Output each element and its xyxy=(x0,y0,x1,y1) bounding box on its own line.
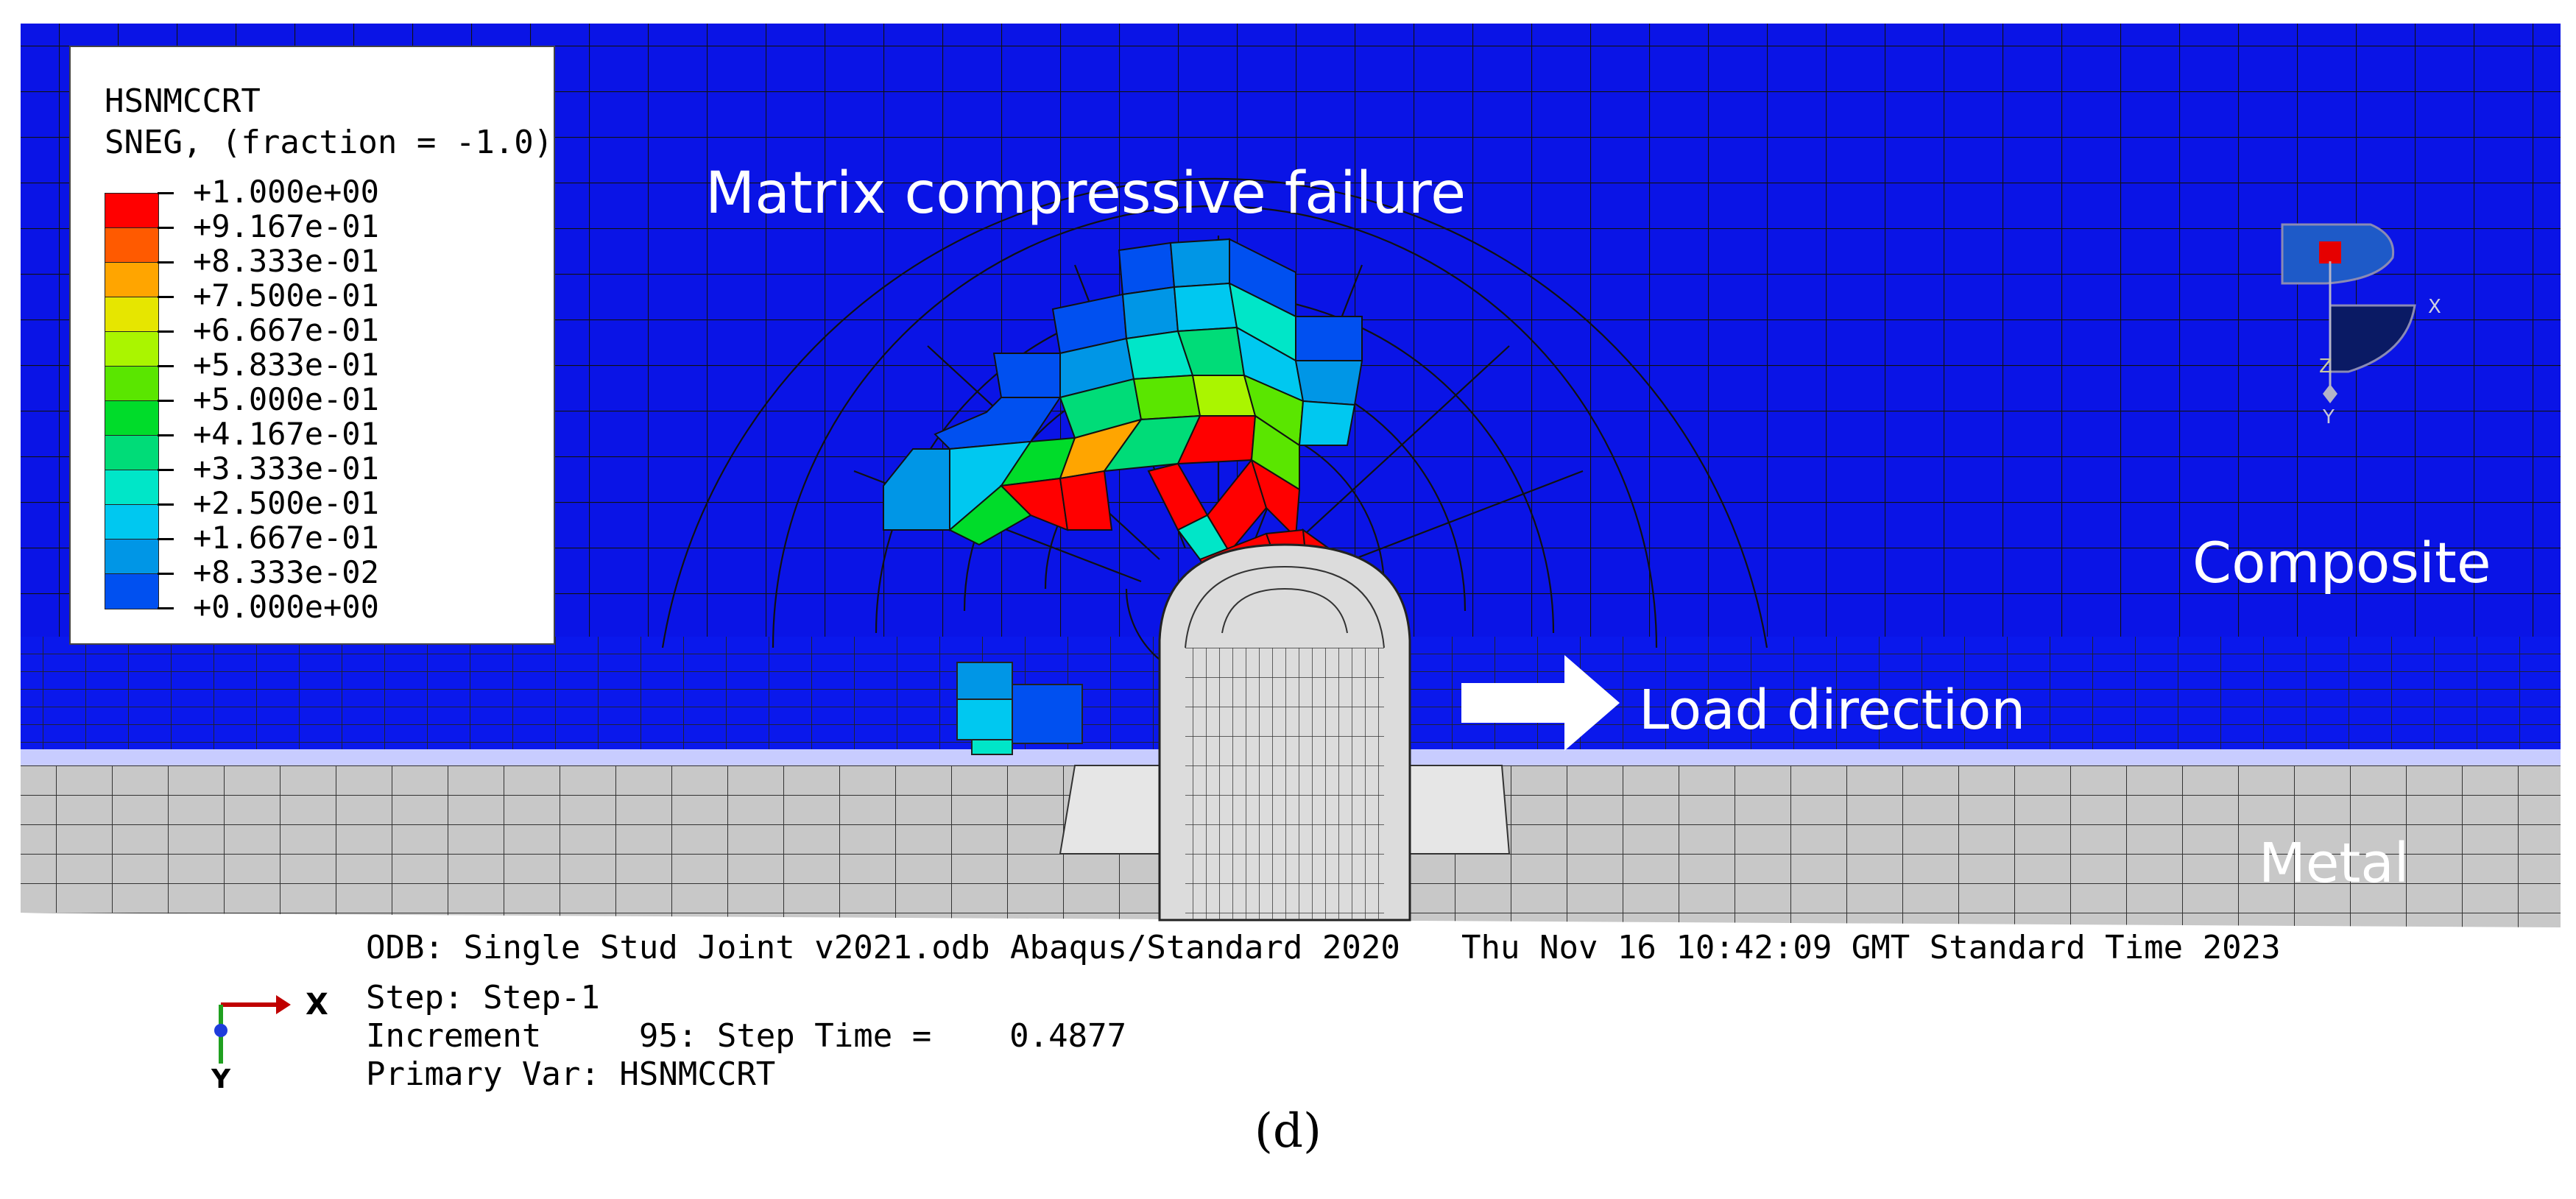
legend-swatch xyxy=(105,193,159,229)
legend-tick-label: +4.167e-01 xyxy=(193,416,379,452)
legend-swatch xyxy=(105,331,159,367)
damage-cell xyxy=(1132,374,1201,421)
legend-swatch xyxy=(105,262,159,298)
legend-variable: HSNMCCRT xyxy=(105,82,261,120)
legend-tick-label: +3.333e-01 xyxy=(193,450,379,487)
legend-swatch xyxy=(105,470,159,506)
step-info: Step: Step-1 xyxy=(366,979,600,1016)
legend-tick-label: +8.333e-02 xyxy=(193,554,379,590)
coordinate-triad xyxy=(214,995,291,1064)
triad-x-label: X xyxy=(306,988,328,1022)
legend-tick xyxy=(158,365,174,367)
view-triad-y-label: Y xyxy=(2322,406,2335,428)
triad-y-label: Y xyxy=(211,1064,231,1094)
view-triad-z-label: Z xyxy=(2319,356,2332,378)
legend-swatch xyxy=(105,400,159,436)
legend-swatch xyxy=(105,573,159,609)
legend-tick-label: +5.833e-01 xyxy=(193,347,379,383)
legend-tick xyxy=(158,330,174,333)
view-triad xyxy=(2281,223,2416,403)
legend-tick xyxy=(158,538,174,540)
legend-tick xyxy=(158,227,174,229)
primary-var-info: Primary Var: HSNMCCRT xyxy=(366,1055,776,1093)
composite-label: Composite xyxy=(2192,530,2491,595)
odb-info: ODB: Single Stud Joint v2021.odb xyxy=(366,929,990,966)
legend-swatch xyxy=(105,435,159,471)
date-info: Thu Nov 16 10:42:09 GMT Standard Time 20… xyxy=(1461,929,2281,966)
legend-swatch xyxy=(105,504,159,540)
stud xyxy=(1158,543,1411,922)
damage-cell xyxy=(1012,684,1083,744)
legend-tick xyxy=(158,400,174,402)
legend-section: SNEG, (fraction = -1.0) xyxy=(105,124,554,161)
figure-caption: (d) xyxy=(1255,1104,1321,1159)
legend-tick xyxy=(158,469,174,471)
failure-annotation: Matrix compressive failure xyxy=(705,160,1467,227)
increment-info: Increment 95: Step Time = 0.4877 xyxy=(366,1017,1127,1055)
legend-swatch xyxy=(105,227,159,264)
damage-cell xyxy=(956,662,1013,700)
solver-info: Abaqus/Standard 2020 xyxy=(1010,929,1400,966)
damage-cell xyxy=(1173,282,1238,333)
damage-cell xyxy=(1121,286,1179,340)
damage-cell xyxy=(1169,238,1230,289)
legend-tick-label: +1.000e+00 xyxy=(193,174,379,210)
damage-cell xyxy=(956,698,1013,740)
metal-label: Metal xyxy=(2259,832,2410,895)
legend-swatch xyxy=(105,366,159,402)
legend-tick xyxy=(158,503,174,506)
legend-tick xyxy=(158,261,174,264)
legend-tick-label: +8.333e-01 xyxy=(193,243,379,279)
legend-tick-label: +7.500e-01 xyxy=(193,277,379,314)
legend-tick-label: +5.000e-01 xyxy=(193,381,379,417)
load-direction-label: Load direction xyxy=(1639,679,2026,742)
legend-tick-label: +2.500e-01 xyxy=(193,485,379,521)
damage-cell xyxy=(1118,241,1176,296)
damage-cell xyxy=(1059,470,1113,531)
legend-tick xyxy=(158,607,174,609)
damage-cell xyxy=(992,353,1061,398)
legend-tick xyxy=(158,573,174,575)
damage-cell xyxy=(1294,360,1363,406)
legend-tick-label: +6.667e-01 xyxy=(193,312,379,348)
damage-cell xyxy=(1295,316,1363,361)
damage-contour xyxy=(883,238,1363,590)
legend-swatch xyxy=(105,539,159,575)
legend-tick xyxy=(158,192,174,194)
view-triad-x-label: X xyxy=(2428,296,2441,318)
legend-tick-label: +9.167e-01 xyxy=(193,208,379,244)
legend-tick xyxy=(158,434,174,436)
laminate-damage xyxy=(956,662,1083,755)
damage-cell xyxy=(971,739,1013,755)
damage-cell xyxy=(1298,400,1356,446)
legend-tick xyxy=(158,296,174,298)
legend-tick-label: +1.667e-01 xyxy=(193,520,379,556)
load-arrow xyxy=(1461,655,1620,751)
legend-swatch xyxy=(105,297,159,333)
legend-tick-label: +0.000e+00 xyxy=(193,589,379,625)
